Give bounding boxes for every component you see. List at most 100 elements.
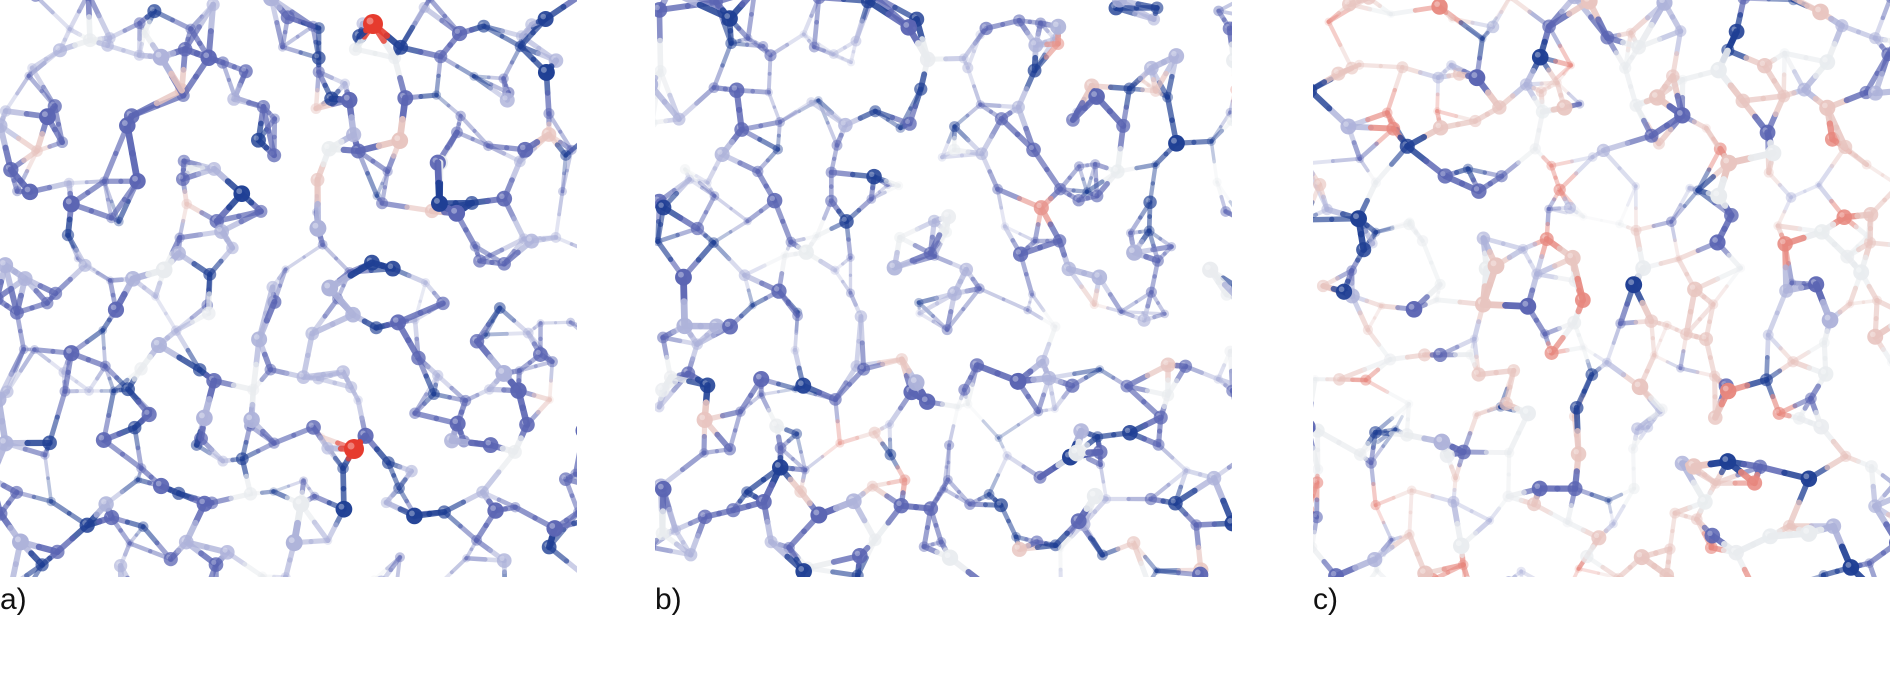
bond xyxy=(1002,224,1016,243)
bond xyxy=(861,517,879,543)
atom xyxy=(0,257,14,274)
bond xyxy=(569,242,577,249)
bond xyxy=(780,218,794,245)
bond xyxy=(1363,378,1390,394)
atom xyxy=(1168,495,1183,511)
atom xyxy=(679,164,691,175)
bond xyxy=(944,443,951,469)
bond xyxy=(1385,390,1411,406)
bond xyxy=(1678,366,1700,375)
atom-highlight xyxy=(658,202,664,208)
bond xyxy=(1041,308,1058,329)
bond xyxy=(224,236,236,251)
atom xyxy=(851,548,868,564)
bond xyxy=(1628,15,1651,36)
bond xyxy=(461,199,475,212)
bond xyxy=(1645,416,1658,430)
bond xyxy=(947,424,956,448)
bond xyxy=(825,120,839,148)
bond xyxy=(1362,357,1393,372)
bond xyxy=(33,288,50,306)
bond xyxy=(1215,376,1232,387)
bond xyxy=(1880,173,1890,183)
bond xyxy=(943,221,951,235)
bond xyxy=(1678,349,1686,371)
bond xyxy=(793,329,799,352)
bond xyxy=(655,537,659,546)
atom xyxy=(1192,566,1209,577)
atom-highlight xyxy=(485,439,491,446)
atom xyxy=(1416,235,1429,247)
atom xyxy=(940,209,957,225)
atom xyxy=(52,43,68,58)
bond xyxy=(29,65,46,90)
bond xyxy=(409,4,427,31)
atom xyxy=(524,233,540,249)
atom xyxy=(1212,177,1222,187)
atom xyxy=(496,553,512,568)
atom xyxy=(565,317,576,327)
atom xyxy=(1026,142,1041,158)
bond xyxy=(1821,328,1830,346)
bond xyxy=(553,235,574,246)
atom-highlight xyxy=(1014,544,1020,550)
atom-highlight xyxy=(298,372,304,378)
bond xyxy=(456,113,463,127)
bond xyxy=(105,507,115,521)
bond xyxy=(972,84,983,107)
bond xyxy=(869,483,890,499)
atom-highlight xyxy=(1228,55,1232,61)
atom xyxy=(772,459,789,476)
bond xyxy=(1866,283,1880,304)
atom-highlight xyxy=(0,259,6,266)
bond xyxy=(738,303,756,319)
bond xyxy=(712,194,733,211)
atom-highlight xyxy=(766,51,771,56)
bond xyxy=(1047,221,1063,244)
atom xyxy=(1110,164,1125,179)
bond xyxy=(449,556,469,575)
bond xyxy=(1367,6,1394,17)
bond xyxy=(996,453,1010,478)
atom xyxy=(814,96,823,105)
bond xyxy=(531,392,553,403)
bond xyxy=(26,60,47,79)
bond xyxy=(509,158,523,183)
atom-highlight xyxy=(1015,249,1021,255)
bond xyxy=(1549,159,1574,168)
atom xyxy=(1516,566,1526,576)
bond xyxy=(1669,219,1677,243)
atom-highlight xyxy=(499,555,505,561)
bond xyxy=(35,543,61,556)
bond xyxy=(470,136,491,149)
atom xyxy=(1333,373,1346,386)
bond xyxy=(987,169,1000,192)
bond xyxy=(124,519,146,530)
bond xyxy=(1766,170,1782,188)
bond xyxy=(1792,395,1814,409)
bond xyxy=(711,230,733,245)
atom-highlight xyxy=(203,52,210,59)
bond xyxy=(778,109,801,124)
bond xyxy=(1215,180,1232,204)
bond xyxy=(1142,414,1164,429)
bond xyxy=(729,206,750,223)
atom xyxy=(947,286,962,301)
atom xyxy=(994,433,1003,443)
bond xyxy=(1152,311,1167,320)
atom-highlight xyxy=(1036,202,1042,209)
bond xyxy=(1506,246,1526,261)
bond xyxy=(34,130,46,154)
bond xyxy=(936,477,951,497)
bond xyxy=(1094,181,1110,199)
bond xyxy=(1164,94,1175,123)
bond xyxy=(714,431,733,453)
atom-highlight xyxy=(295,498,302,505)
bond xyxy=(166,486,182,497)
bond xyxy=(183,519,199,546)
bond xyxy=(1153,151,1169,168)
bond xyxy=(1079,284,1097,307)
atom-highlight xyxy=(889,262,895,269)
bond xyxy=(1458,20,1485,42)
bond xyxy=(472,243,493,258)
